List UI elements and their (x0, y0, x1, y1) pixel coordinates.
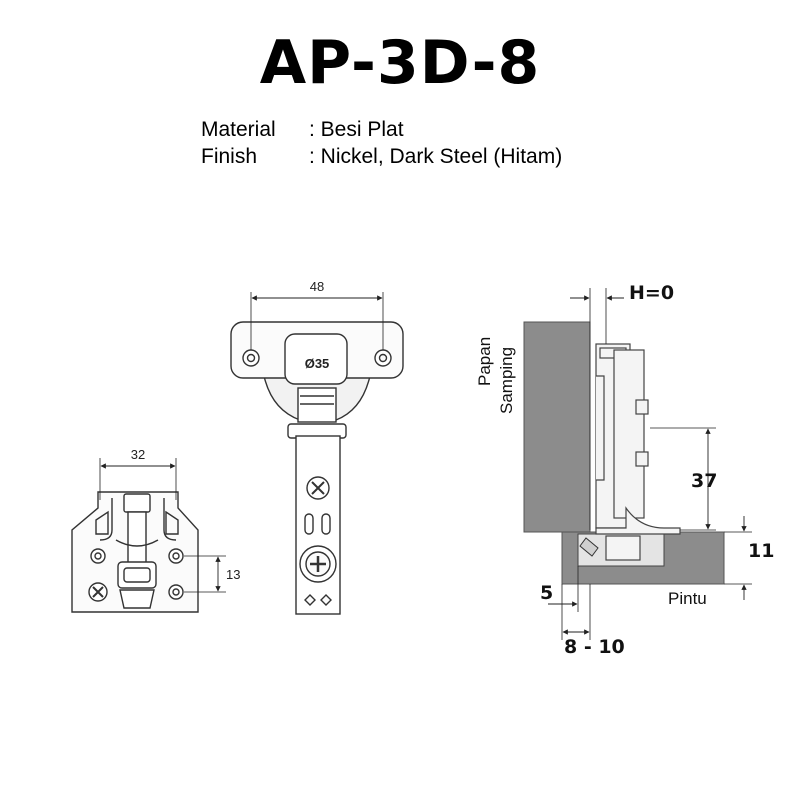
boring-label: 8 - 10 (564, 636, 625, 658)
plate-width-dimension: 32 (99, 447, 177, 500)
gap-dimension: 5 (540, 566, 579, 612)
mounting-plate-drawing (71, 491, 199, 613)
plate-width-label: 32 (131, 447, 145, 462)
plate-height-dimension: 13 (184, 555, 240, 593)
plate-height-label: 13 (226, 567, 240, 582)
hinge-arm (295, 435, 341, 615)
spec-material-value: : Besi Plat (309, 118, 404, 141)
spec-finish: Finish : Nickel, Dark Steel (Hitam) (201, 145, 562, 169)
panel-label-2: Samping (497, 347, 516, 414)
thickness-dimension: 11 (724, 516, 774, 600)
hinge-width-label: 48 (310, 279, 324, 294)
hinge-front-drawing (230, 321, 404, 615)
spec-finish-value: : Nickel, Dark Steel (Hitam) (309, 145, 563, 168)
product-title: AP-3D-8 (259, 28, 541, 98)
height-label: 37 (691, 470, 717, 492)
height-dimension: 37 (650, 427, 717, 531)
door-label: Pintu (668, 589, 707, 608)
side-view-drawing (523, 321, 725, 585)
spec-material: Material : Besi Plat (201, 118, 404, 142)
overlay-dimension: H=0 (570, 282, 674, 530)
thickness-label: 11 (748, 540, 774, 562)
side-panel (523, 321, 591, 533)
spec-material-key: Material (201, 118, 276, 141)
overlay-label: H=0 (629, 282, 674, 304)
boring-dimension: 8 - 10 (561, 584, 625, 658)
cup-diameter-label: Ø35 (305, 356, 330, 371)
spec-finish-key: Finish (201, 145, 258, 168)
gap-label: 5 (540, 582, 553, 604)
panel-label-1: Papan (475, 337, 494, 386)
hinge-width-dimension: 48 (250, 279, 384, 350)
